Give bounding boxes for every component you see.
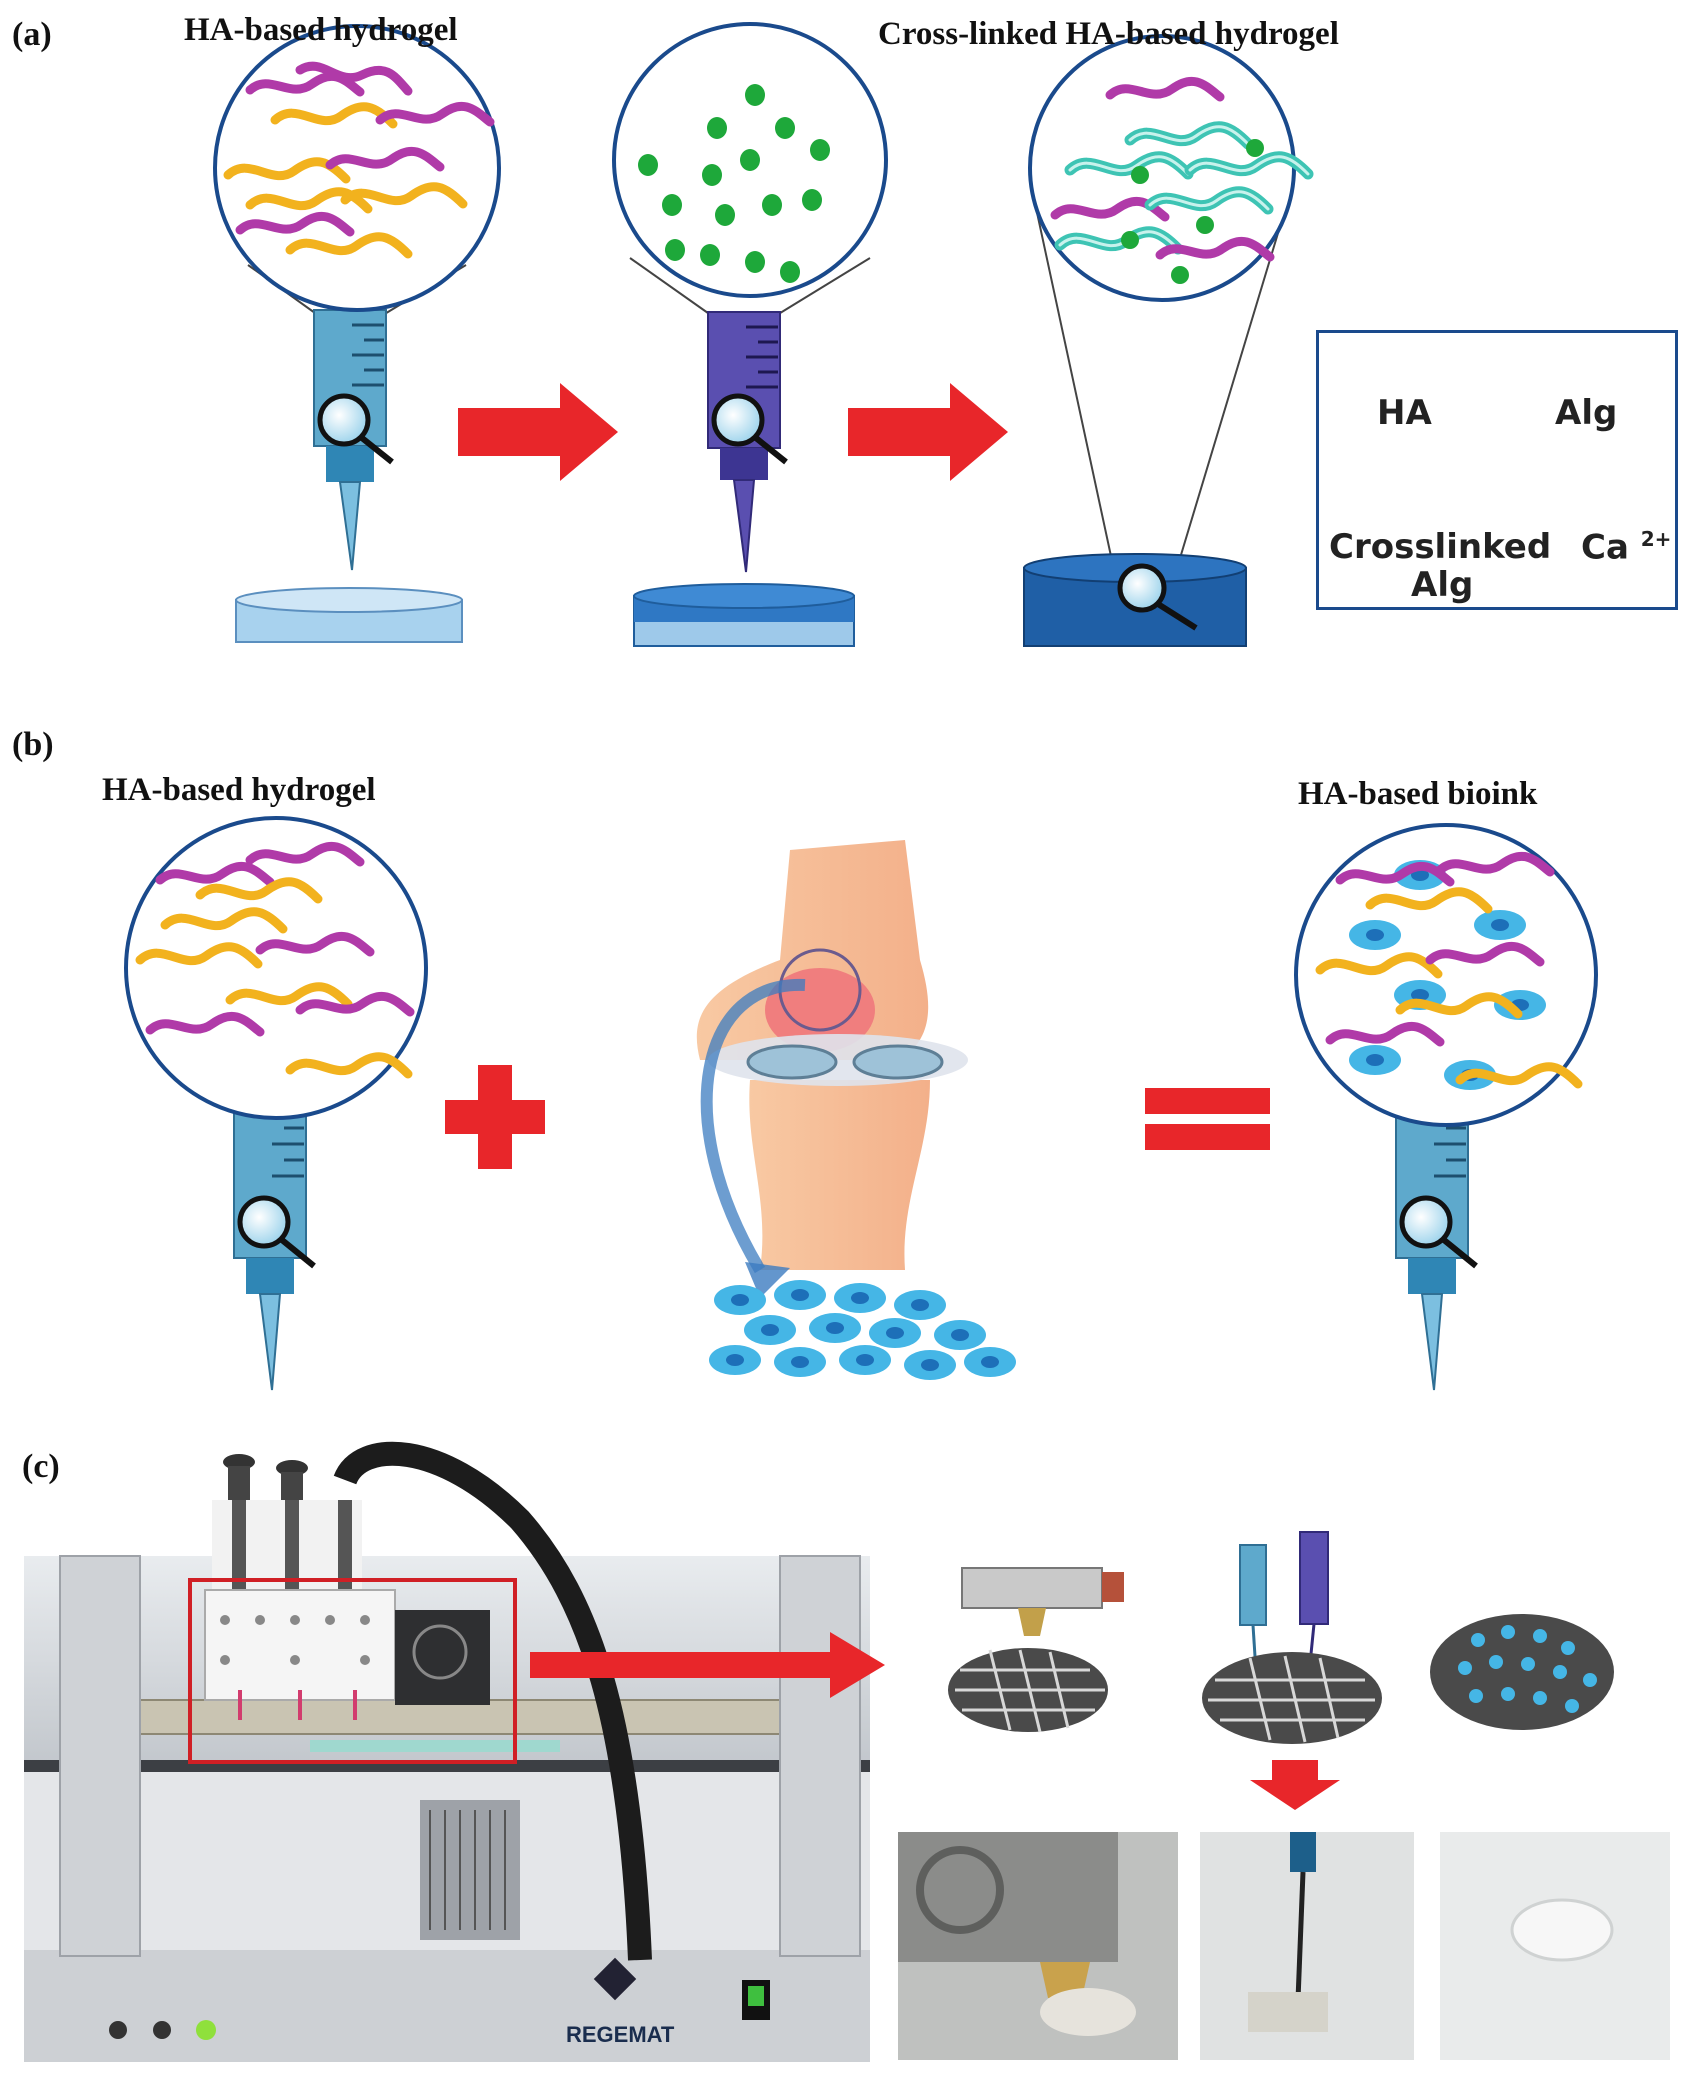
arrow-a-1 [458, 383, 618, 481]
syringe-2-a [629, 257, 871, 573]
legend-alg-label: Alg [1555, 393, 1618, 433]
syringe-1-a [247, 264, 467, 571]
zoom-circle-ha-hydrogel [213, 24, 501, 312]
print-photo-3 [1440, 1832, 1670, 2060]
legend-ca-symbol: Ca [1581, 527, 1629, 568]
bioprinter-photo: REGEMAT [24, 1441, 870, 2062]
plus-sign [445, 1065, 545, 1169]
title-b-left: HA-based hydrogel [102, 772, 376, 808]
printer-brand-label: REGEMAT [566, 2022, 675, 2047]
zoom-circle-b-hydrogel [124, 816, 428, 1120]
legend-ca-charge: 2+ [1640, 527, 1672, 551]
print-photo-2 [1200, 1832, 1414, 2060]
petri-dish-2-a [633, 583, 855, 647]
title-a-left: HA-based hydrogel [184, 12, 458, 48]
petri-dish-1-a [235, 587, 463, 643]
title-b-right: HA-based bioink [1298, 776, 1538, 812]
petri-dish-3-a [1023, 553, 1247, 647]
panel-label-a: (a) [12, 16, 52, 53]
arrow-a-2 [848, 383, 1008, 481]
legend-ca-label: Ca 2+ [1581, 527, 1671, 567]
arrow-c-right [530, 1632, 885, 1698]
zoom-circle-calcium [612, 22, 888, 298]
title-a-right: Cross-linked HA-based hydrogel [878, 16, 1339, 52]
print-process-schematic [948, 1531, 1614, 1810]
legend-box: HA Alg Crosslinked Alg Ca 2+ [1316, 330, 1678, 610]
print-photo-1 [898, 1832, 1178, 2060]
legend-crosslinked-label-1: Crosslinked [1329, 527, 1552, 567]
legend-ha-label: HA [1377, 393, 1432, 433]
legend-crosslinked-label-2: Alg [1411, 565, 1474, 605]
panel-label-b: (b) [12, 726, 54, 763]
knee-joint-illustration [696, 840, 1016, 1380]
zoom-circle-bioink [1294, 823, 1598, 1127]
equals-sign [1145, 1088, 1270, 1150]
panel-label-c: (c) [22, 1448, 60, 1485]
zoom-circle-crosslinked [1028, 34, 1308, 599]
